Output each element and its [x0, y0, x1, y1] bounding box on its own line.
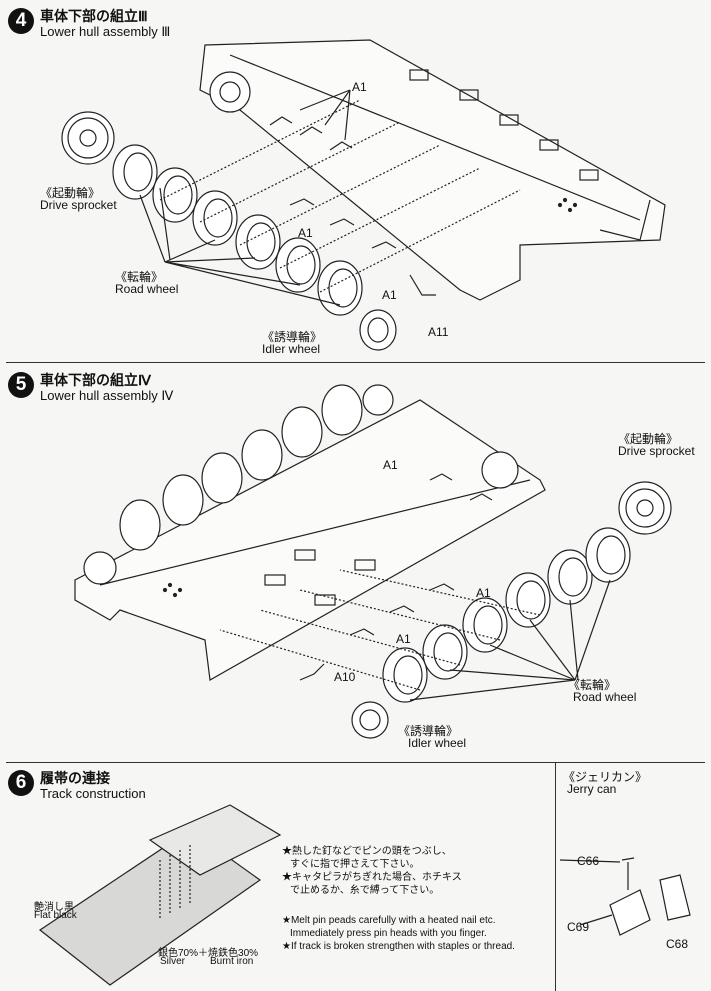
step4-sprocket-jp: 《起動輪》: [40, 186, 101, 200]
step5-rear-road-wheels: [83, 384, 394, 585]
step-4-title-en: Lower hull assembly Ⅲ: [40, 24, 171, 39]
part-label: A1: [298, 226, 313, 240]
step-4-title-jp: 車体下部の組立Ⅲ: [40, 8, 148, 24]
step5-idler-jp: 《誘導輪》: [398, 724, 459, 738]
part-label: A1: [396, 632, 411, 646]
burnt-iron-en: Burnt iron: [210, 956, 254, 967]
part-label: C69: [567, 920, 590, 934]
step-5-number: 5: [8, 372, 34, 398]
part-label: A1: [352, 80, 367, 94]
step-6-title-en: Track construction: [40, 786, 146, 801]
step-6-title-jp: 履帯の連接: [40, 770, 110, 786]
step5-idler-wheel: [351, 701, 389, 739]
note-en-3: ★If track is broken strengthen with stap…: [282, 941, 515, 952]
part-label: A1: [383, 458, 398, 472]
note-jp-1: ★熱した釘などでピンの頭をつぶし、: [282, 846, 452, 857]
part-label: A1: [382, 288, 397, 302]
step4-idler-jp: 《誘導輪》: [262, 330, 323, 344]
track-illustration: [38, 804, 282, 986]
step4-drive-sprocket: [61, 71, 251, 165]
step5-road-en: Road wheel: [573, 690, 637, 704]
note-en-2: Immediately press pin heads with you fin…: [290, 928, 487, 939]
step4-road-en: Road wheel: [115, 282, 179, 296]
step5-suspension-arms: [219, 473, 541, 691]
part-label: A1: [476, 586, 491, 600]
step4-sprocket-en: Drive sprocket: [40, 198, 117, 212]
step5-drive-sprocket: [481, 451, 672, 535]
divider: [555, 762, 556, 991]
step-4-number: 4: [8, 8, 34, 34]
divider: [6, 762, 705, 763]
part-label: A10: [334, 670, 356, 684]
step4-road-jp: 《転輪》: [115, 270, 164, 284]
step-6-number: 6: [8, 770, 34, 796]
silver-mix-jp: 銀色70%＋焼鉄色30%: [158, 948, 259, 959]
flat-black-en: Flat black: [34, 910, 77, 921]
flat-black-jp: 艶消し黒: [34, 902, 74, 913]
step4-suspension-arms: [159, 99, 521, 296]
note-jp-2: すぐに指で押さえて下さい。: [290, 859, 420, 870]
step5-sprocket-en: Drive sprocket: [618, 444, 695, 458]
part-label: C66: [577, 854, 600, 868]
part-label: A11: [428, 325, 449, 339]
step5-idler-en: Idler wheel: [408, 736, 467, 750]
part-label: C68: [666, 937, 689, 951]
note-en-1: ★Melt pin peads carefully with a heated …: [282, 915, 496, 926]
step5-sprocket-jp: 《起動輪》: [618, 432, 679, 446]
note-jp-4: で止めるか、糸で縛って下さい。: [290, 885, 440, 896]
divider: [6, 362, 705, 363]
step5-road-jp: 《転輪》: [568, 678, 617, 692]
note-jp-3: ★キャタピラがちぎれた場合、ホチキス: [282, 872, 462, 883]
step-5-title-en: Lower hull assembly Ⅳ: [40, 388, 174, 403]
jerry-can-title-jp: 《ジェリカン》: [563, 770, 648, 784]
step4-idler-en: Idler wheel: [262, 342, 321, 356]
jerry-can-title-en: Jerry can: [567, 782, 617, 796]
step-5-title-jp: 車体下部の組立Ⅳ: [40, 372, 151, 388]
step4-road-wheels: [112, 144, 397, 351]
step5-hull: [74, 399, 546, 681]
jerry-can-illustration: [559, 857, 691, 936]
silver-en: Silver: [160, 956, 186, 967]
